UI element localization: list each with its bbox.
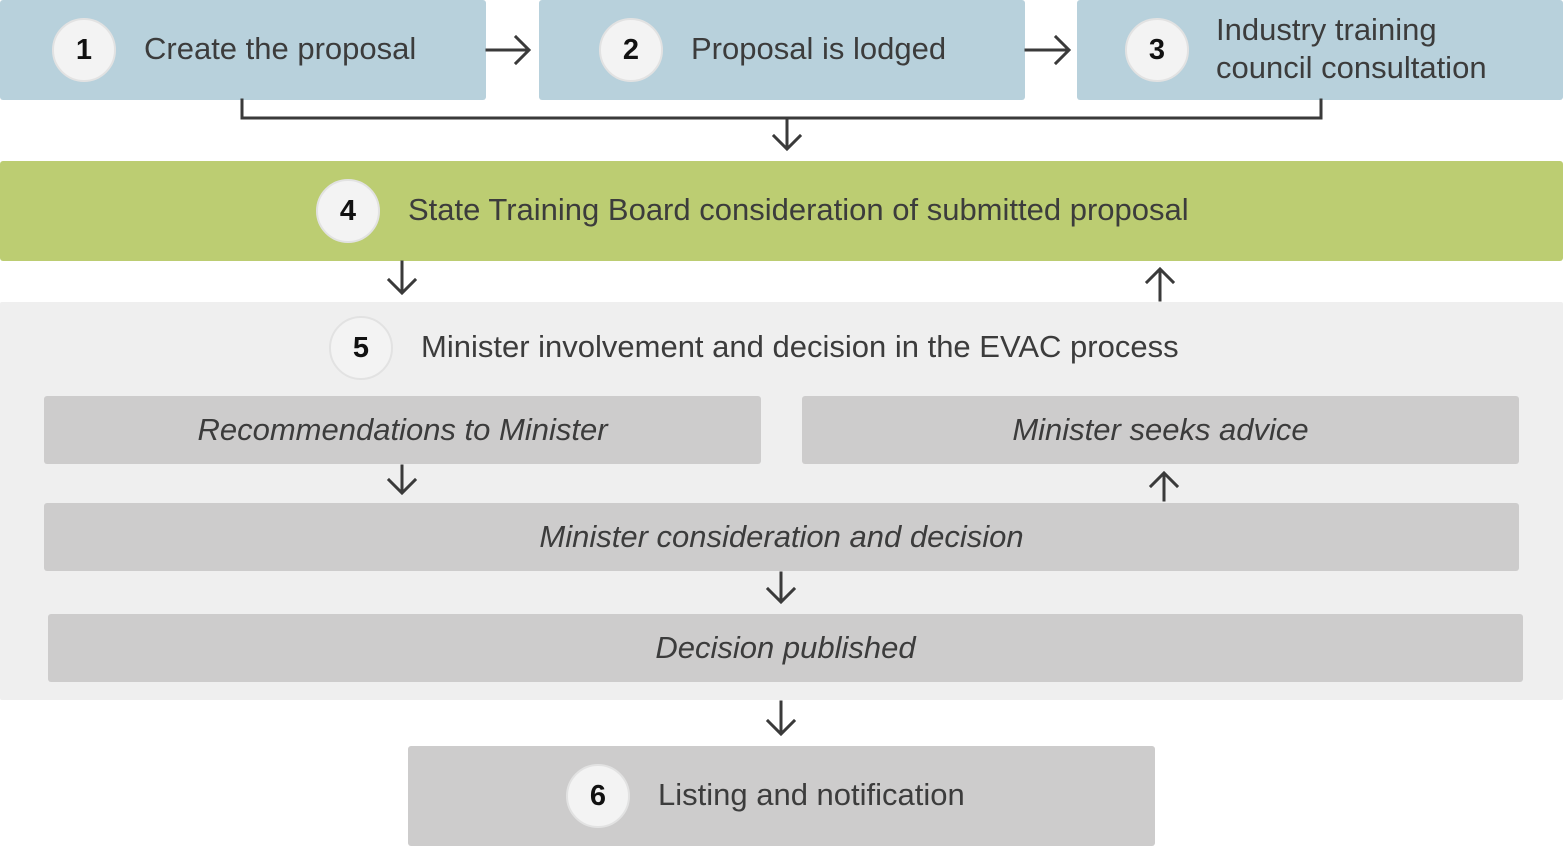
arrow-recommendations-down: [386, 464, 418, 496]
step-3-label-line-1: Industry training: [1216, 12, 1437, 47]
step-2-box: 2 Proposal is lodged: [539, 0, 1025, 100]
recommendations-box: Recommendations to Minister: [44, 396, 761, 464]
arrow-1-to-2: [485, 34, 532, 66]
step-4-number: 4: [316, 179, 380, 243]
consideration-box: Minister consideration and decision: [44, 503, 1519, 571]
step-1-box: 1 Create the proposal: [0, 0, 486, 100]
arrow-seeks-advice-up: [1148, 470, 1180, 502]
arrow-4-to-5: [386, 260, 418, 296]
step-1-label: Create the proposal: [144, 31, 417, 66]
step-4-label: State Training Board consideration of su…: [408, 192, 1189, 227]
published-box: Decision published: [48, 614, 1523, 682]
arrow-5-to-4: [1144, 266, 1176, 302]
arrow-to-step-6: [765, 700, 797, 737]
step-5-number: 5: [329, 316, 393, 380]
step-5-label: Minister involvement and decision in the…: [421, 329, 1179, 364]
bracket-connector: [240, 98, 1323, 120]
step-6-label: Listing and notification: [658, 777, 965, 812]
step-6-number: 6: [566, 764, 630, 828]
step-1-number: 1: [52, 18, 116, 82]
step-3-label-line-2: council consultation: [1216, 50, 1487, 85]
step-3-box: 3 Industry training council consultation: [1077, 0, 1563, 100]
step-4-box: 4 State Training Board consideration of …: [0, 161, 1563, 261]
arrow-2-to-3: [1024, 34, 1072, 66]
arrow-consideration-down: [765, 571, 797, 605]
arrow-to-step-4: [771, 116, 803, 152]
seeks-advice-box: Minister seeks advice: [802, 396, 1519, 464]
step-5-panel: 5 Minister involvement and decision in t…: [0, 302, 1563, 700]
step-6-box: 6 Listing and notification: [408, 746, 1155, 846]
step-2-label: Proposal is lodged: [691, 31, 947, 66]
step-2-number: 2: [599, 18, 663, 82]
step-3-number: 3: [1125, 18, 1189, 82]
